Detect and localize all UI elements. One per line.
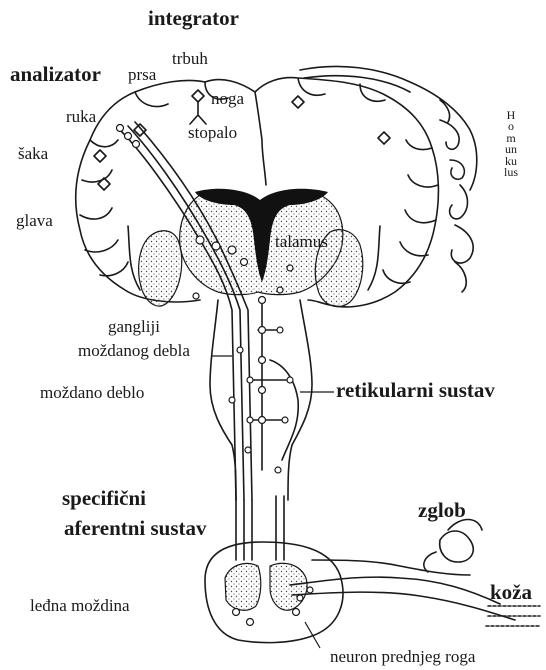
label-talamus: talamus — [275, 233, 328, 250]
label-ruka: ruka — [66, 108, 96, 125]
label-gangliji: gangliji — [108, 318, 160, 335]
label-prsa: prsa — [128, 66, 156, 83]
label-koza: koža — [490, 582, 532, 603]
label-trbuh: trbuh — [172, 50, 208, 67]
label-glava: glava — [16, 212, 53, 229]
label-aferentni-sustav: aferentni sustav — [64, 518, 207, 539]
label-integrator: integrator — [148, 8, 239, 29]
label-mozdanog-debla: moždanog debla — [78, 342, 190, 359]
label-homunkulus: Homunkulus — [504, 110, 518, 178]
label-zglob: zglob — [418, 500, 466, 521]
label-saka: šaka — [18, 145, 48, 162]
label-analizator: analizator — [10, 64, 101, 85]
label-specificni: specifični — [62, 488, 146, 509]
label-mozdano-deblo: moždano deblo — [40, 384, 144, 401]
label-stopalo: stopalo — [188, 124, 237, 141]
label-retikularni-sustav: retikularni sustav — [336, 380, 495, 401]
label-ledna-mozdina: leđna moždina — [30, 597, 130, 614]
label-neuron-prednjeg-roga: neuron prednjeg roga — [330, 648, 475, 665]
label-noga: noga — [211, 90, 244, 107]
